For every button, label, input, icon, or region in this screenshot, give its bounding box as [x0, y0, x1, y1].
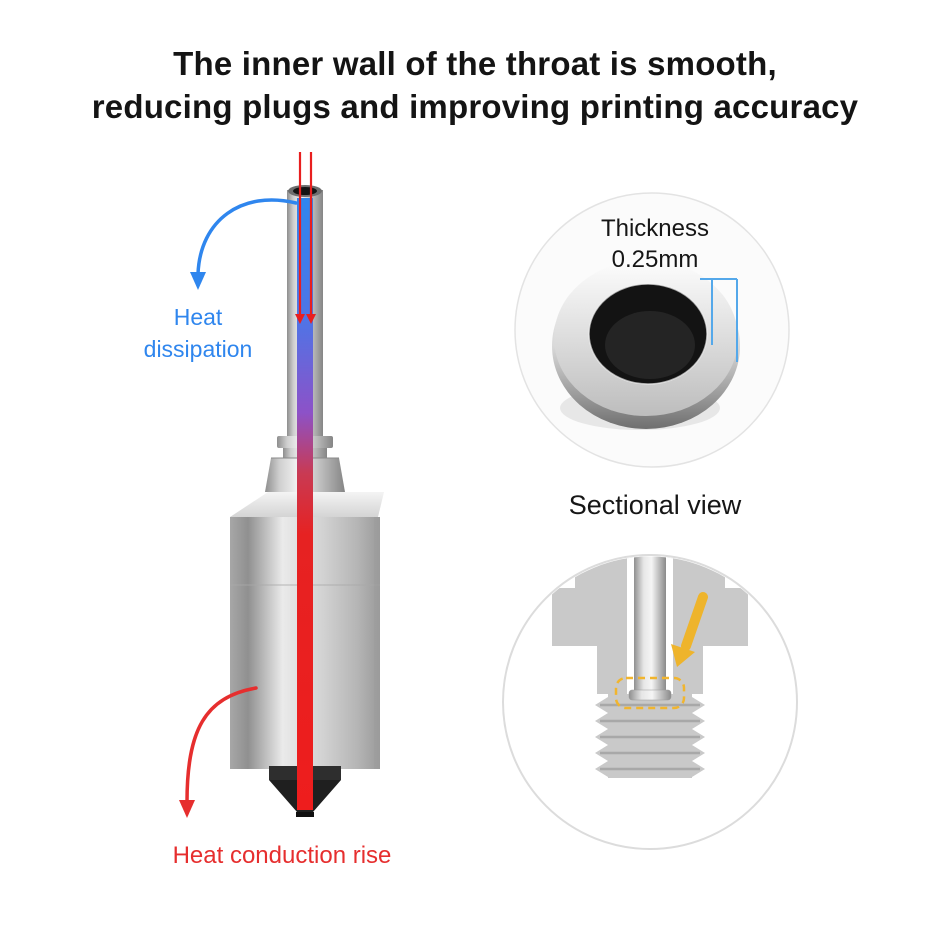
heat-dissipation-arrow-icon [190, 198, 298, 290]
junction-highlight-box [614, 676, 686, 710]
thickness-value: 0.25mm [611, 246, 699, 273]
title-line-1: The inner wall of the throat is smooth, [173, 45, 777, 82]
nozzle-threads [595, 697, 705, 777]
thickness-title: Thickness [600, 215, 710, 242]
hotend-illustration [179, 152, 384, 818]
title-line-2: reducing plugs and improving printing ac… [91, 88, 859, 125]
heat-dissipation-label: Heat dissipation [126, 301, 270, 365]
tube-opening [288, 185, 322, 197]
heat-conduction-arrow-icon [179, 686, 258, 818]
throat-rod-section [628, 556, 672, 701]
yellow-pointer-arrow-icon [671, 592, 708, 667]
page-title: The inner wall of the throat is smooth, … [0, 42, 950, 128]
sectional-view-circle [502, 554, 798, 850]
thickness-measure-bracket [700, 278, 738, 362]
heat-dissipation-line-2: dissipation [143, 336, 253, 362]
heat-dissipation-line-1: Heat [173, 304, 223, 330]
thickness-magnifier-circle [514, 192, 790, 468]
thickness-label: Thickness 0.25mm [545, 213, 765, 275]
heat-conduction-label: Heat conduction rise [172, 842, 392, 869]
throat-top-view [552, 260, 740, 430]
sectional-view-label: Sectional view [568, 490, 742, 520]
filament-flow-arrows-icon [295, 152, 316, 324]
heat-flow-gradient [297, 198, 313, 810]
